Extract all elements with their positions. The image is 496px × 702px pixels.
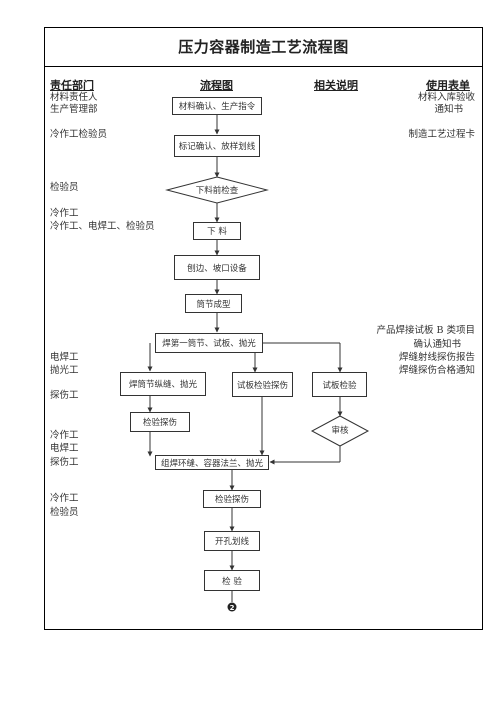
- dept-label: 冷作工检验员: [50, 129, 108, 140]
- dept-label: 冷作工: [50, 208, 79, 219]
- step-marking: 标记确认、放样划线: [174, 135, 260, 157]
- dept-label: 检验员: [50, 507, 79, 518]
- dept-label: 生产管理部: [50, 104, 98, 115]
- dept-label: 探伤工: [50, 390, 79, 401]
- step-girth-welding: 组焊环缝、容器法兰、抛光: [155, 455, 269, 470]
- dept-label: 电焊工: [50, 443, 79, 454]
- step-review: 审核: [331, 426, 349, 436]
- header-forms: 使用表单: [426, 79, 470, 92]
- form-label: 焊缝探伤合格通知: [398, 365, 475, 376]
- step-first-shell-welding: 焊第一筒节、试板、抛光: [155, 333, 263, 353]
- step-inspection-ndt: 检验探伤: [130, 412, 190, 432]
- form-label: 材料入库验收: [417, 92, 475, 103]
- header-dept: 责任部门: [50, 79, 94, 92]
- decision-diamond: [165, 176, 269, 204]
- dept-label: 冷作工: [50, 493, 79, 504]
- form-label: 焊缝射线探伤报告: [398, 352, 475, 363]
- svg-text:2: 2: [230, 604, 235, 612]
- dept-label: 材料责任人: [50, 92, 98, 103]
- page-frame: [44, 27, 483, 630]
- form-label: 确认通知书: [413, 339, 461, 350]
- form-label: 制造工艺过程卡: [408, 129, 475, 140]
- step-material-confirm: 材料确认、生产指令: [172, 97, 262, 115]
- form-label: 通知书: [434, 104, 463, 115]
- step-long-seam: 焊筒节纵缝、抛光: [120, 372, 206, 396]
- step-inspection: 检 验: [204, 570, 260, 591]
- dept-label: 冷作工、电焊工、检验员: [50, 221, 155, 232]
- step-test-plate-inspection: 试板检验: [312, 372, 367, 397]
- header-desc: 相关说明: [314, 79, 358, 92]
- step-shell-forming: 筒节成型: [185, 294, 242, 313]
- page-title: 压力容器制造工艺流程图: [178, 38, 349, 56]
- dept-label: 检验员: [50, 182, 79, 193]
- step-cutting: 下 料: [193, 222, 241, 240]
- step-test-plate-ndt: 试板检验探伤: [232, 372, 293, 397]
- header-flow: 流程图: [200, 79, 233, 92]
- step-final-ndt: 检验探伤: [203, 490, 261, 508]
- dept-label: 电焊工: [50, 352, 79, 363]
- dept-label: 探伤工: [50, 457, 79, 468]
- dept-label: 抛光工: [50, 365, 79, 376]
- step-precut-check: 下料前检查: [195, 186, 239, 196]
- step-edge-planing: 刨边、坡口设备: [174, 255, 260, 280]
- form-label: 产品焊接试板 B 类项目: [376, 325, 475, 336]
- off-page-connector: [227, 602, 237, 612]
- title-row: 压力容器制造工艺流程图: [44, 27, 483, 67]
- decision-diamond: [310, 415, 370, 447]
- dept-label: 冷作工: [50, 430, 79, 441]
- step-hole-marking: 开孔划线: [204, 531, 260, 551]
